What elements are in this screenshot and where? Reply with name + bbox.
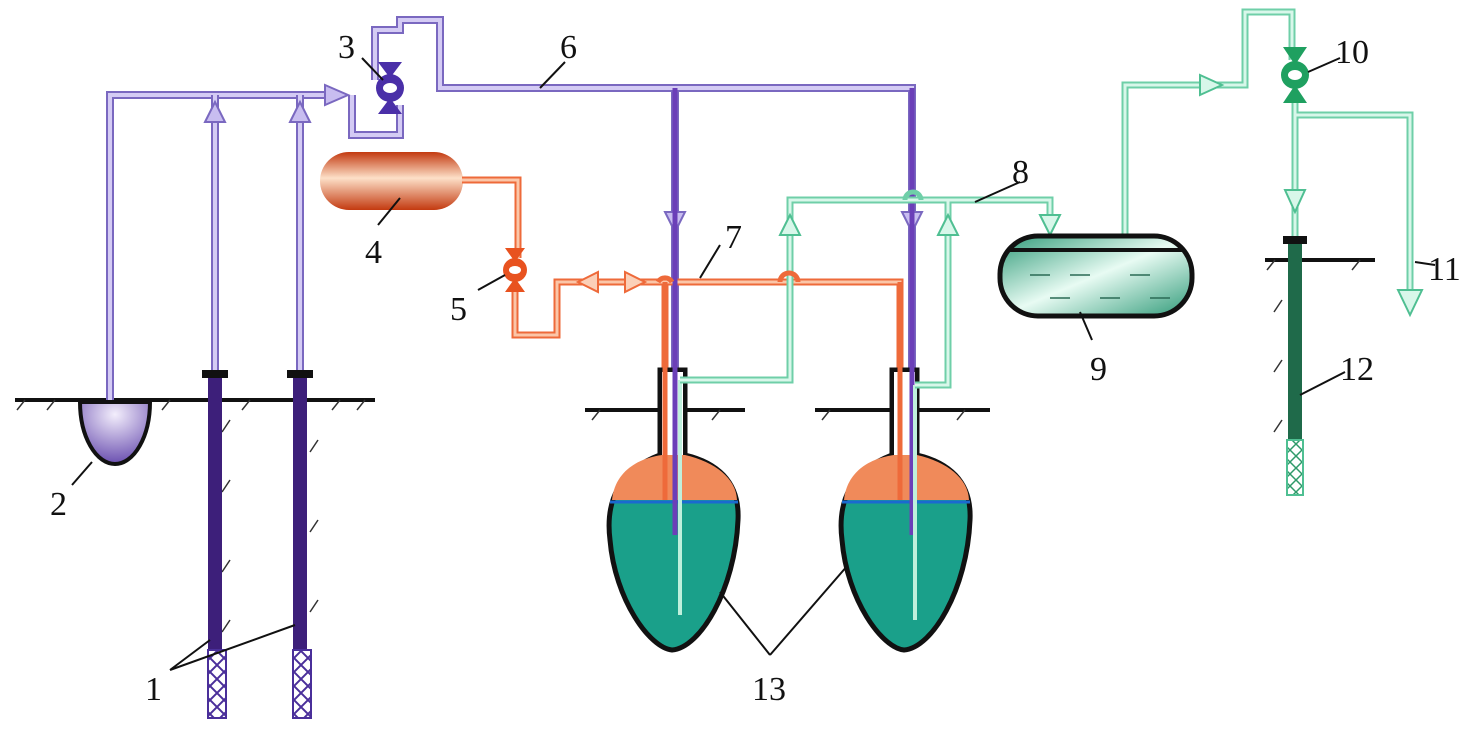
label-leaders — [71, 57, 1436, 671]
label-1: 1 — [145, 671, 162, 708]
label-7: 7 — [725, 219, 742, 256]
pump-5-icon — [503, 248, 527, 292]
label-8: 8 — [1012, 154, 1029, 191]
brine-tank-9 — [997, 233, 1195, 319]
wells-1 — [202, 370, 313, 719]
label-10: 10 — [1335, 34, 1369, 71]
label-9: 9 — [1090, 351, 1107, 388]
label-3: 3 — [338, 29, 355, 66]
labels: 1 2 3 4 5 6 7 8 9 10 11 12 13 — [50, 29, 1461, 708]
label-11: 11 — [1428, 251, 1461, 288]
pump-3-icon — [376, 62, 404, 114]
ground-surface — [15, 258, 1375, 633]
pump-10-icon — [1281, 47, 1309, 103]
pipe-network-orange — [462, 176, 904, 382]
label-12: 12 — [1340, 351, 1374, 388]
pipe-network-green — [655, 8, 1424, 389]
injection-well-12 — [1283, 236, 1307, 496]
label-4: 4 — [365, 234, 382, 271]
label-2: 2 — [50, 486, 67, 523]
surface-pit — [77, 400, 153, 466]
label-5: 5 — [450, 291, 467, 328]
storage-tank-4 — [320, 152, 463, 210]
label-6: 6 — [560, 29, 577, 66]
salt-caverns-13 — [606, 88, 973, 653]
label-13: 13 — [752, 671, 786, 708]
